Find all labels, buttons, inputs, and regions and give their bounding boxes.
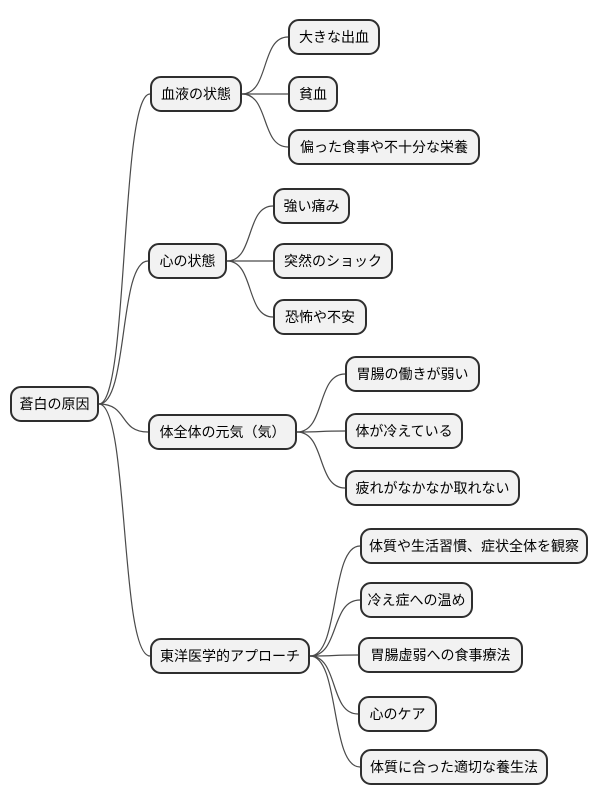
mindmap-root-node: 蒼白の原因 — [10, 386, 99, 422]
connector — [309, 655, 359, 715]
connector — [296, 430, 346, 433]
connector — [309, 655, 361, 768]
mindmap-leaf-node: 強い痛み — [273, 188, 350, 224]
connector — [296, 431, 346, 489]
mindmap-leaf-node: 胃腸虚弱への食事療法 — [358, 637, 523, 673]
mindmap-leaf-node: 体質や生活習慣、症状全体を観察 — [360, 528, 588, 564]
mindmap-leaf-node: 偏った食事や不十分な栄養 — [288, 129, 480, 165]
mindmap-leaf-node: 大きな出血 — [288, 19, 380, 55]
connector — [226, 205, 274, 262]
connector — [241, 93, 289, 148]
connector — [98, 260, 149, 405]
mindmap-leaf-node: 突然のショック — [273, 243, 393, 279]
mindmap-branch-node: 心の状態 — [148, 243, 227, 279]
mindmap-leaf-node: 冷え症への温め — [360, 582, 473, 618]
mindmap-branch-node: 血液の状態 — [150, 76, 242, 112]
connector — [98, 93, 151, 405]
mindmap-leaf-node: 体質に合った適切な養生法 — [360, 749, 548, 785]
mindmap-leaf-node: 恐怖や不安 — [273, 299, 367, 335]
connector — [309, 545, 361, 657]
mindmap-leaf-node: 体が冷えている — [345, 413, 463, 449]
connector — [98, 403, 151, 657]
connector — [241, 36, 289, 95]
mindmap-leaf-node: 貧血 — [288, 76, 338, 112]
connector — [309, 599, 361, 657]
connector — [296, 373, 346, 433]
mindmap-branch-node: 体全体の元気（気） — [148, 414, 297, 450]
mindmap-leaf-node: 胃腸の働きが弱い — [345, 356, 480, 392]
connector — [309, 654, 359, 657]
connector — [226, 260, 274, 318]
mindmap-leaf-node: 心のケア — [358, 696, 437, 732]
connector — [98, 403, 149, 433]
mindmap-branch-node: 東洋医学的アプローチ — [150, 638, 310, 674]
mindmap-leaf-node: 疲れがなかなか取れない — [345, 470, 520, 506]
